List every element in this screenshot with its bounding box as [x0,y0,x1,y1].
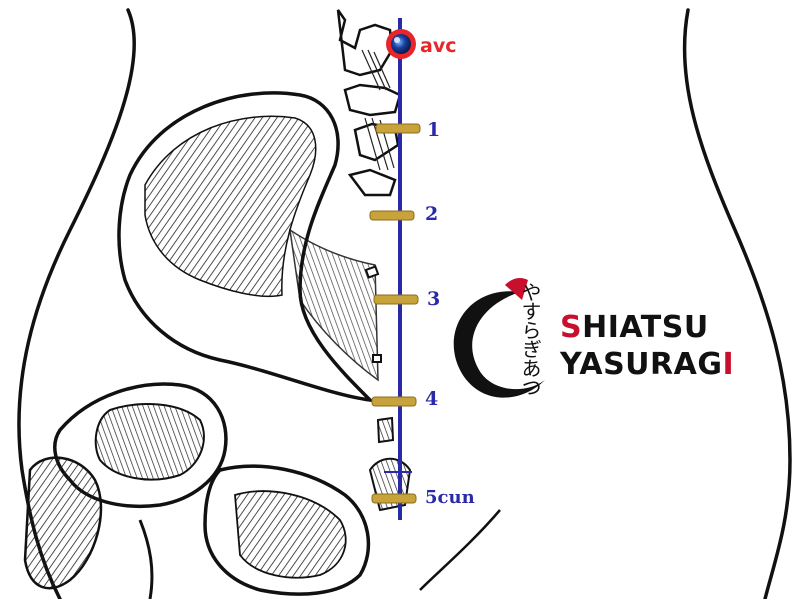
acupoint-marker [386,29,416,59]
ilium-bone [119,93,378,400]
logo-vertical-text: やすらぎあつ [518,282,542,396]
shiatsu-yasuragi-logo: やすらぎあつ SHIATSU YASURAGI [454,278,734,398]
logo-line-yasuragi: YASURAGI [559,347,734,382]
scale-label-2: 2 [425,203,438,225]
cun-marker-2 [370,211,414,220]
point-label: avc [420,35,456,57]
scale-label-3: 3 [427,288,440,310]
cun-marker-3 [374,295,418,304]
cun-marker-1 [376,124,420,133]
cun-marker-4 [372,397,416,406]
scale-label-1: 1 [427,119,440,141]
cun-marker-5 [372,494,416,503]
scale-label-4: 4 [425,388,438,410]
scale-label-5: 5cun [425,487,475,508]
logo-line-shiatsu: SHIATSU [560,310,709,345]
